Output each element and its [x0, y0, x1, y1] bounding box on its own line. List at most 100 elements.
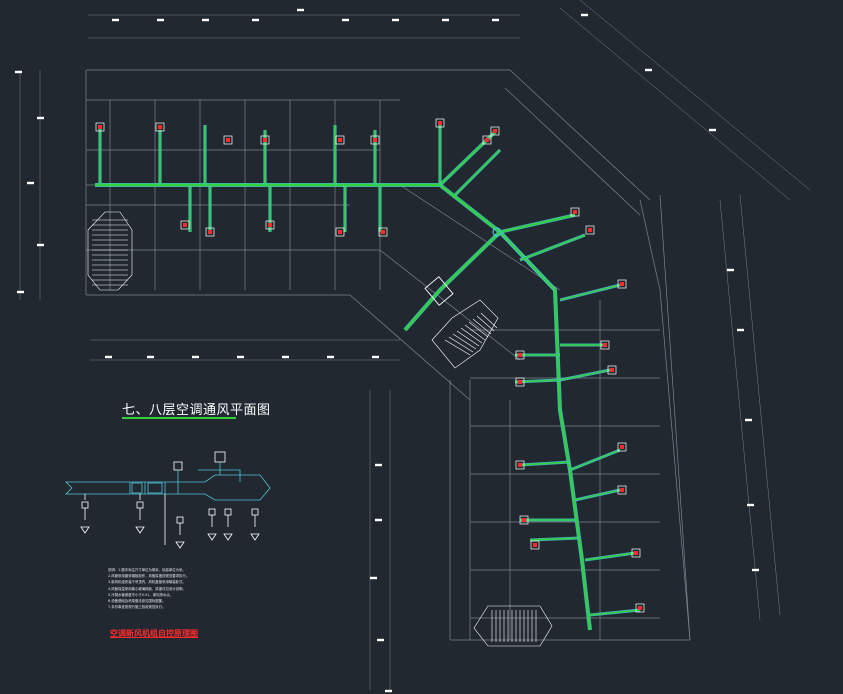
dimension-text-mark: [377, 638, 384, 642]
dimension-text-mark: [327, 355, 334, 359]
stair-tread: [448, 336, 474, 353]
wall-line: [399, 184, 561, 291]
stair-tread: [444, 339, 471, 356]
duct-main: [499, 231, 556, 291]
dimension-text-mark: [370, 576, 377, 580]
air-diffuser: [515, 460, 525, 470]
stair-tread: [452, 333, 477, 350]
air-diffuser: [570, 207, 580, 217]
wall-line: [379, 249, 521, 361]
damper-marker: [381, 230, 385, 234]
controller-box: [176, 516, 184, 524]
air-diffuser: [617, 442, 627, 452]
air-diffuser: [435, 118, 445, 128]
schematic-caption: 空调新风机组自控原理图: [110, 629, 198, 638]
air-diffuser: [515, 377, 525, 387]
dimension-text-mark: [375, 518, 382, 522]
dimension-text-mark: [192, 355, 199, 359]
air-diffuser: [607, 365, 617, 375]
damper-marker: [533, 543, 537, 547]
note-line: 2.风管采用镀锌钢板制作，风管厚度按规范要求执行。: [108, 574, 190, 579]
dimension-text-mark: [342, 18, 349, 22]
damper-marker: [620, 282, 624, 286]
damper-marker: [98, 125, 102, 129]
air-diffuser: [631, 548, 641, 558]
damper-marker: [518, 380, 522, 384]
sensor-lead: [198, 469, 241, 482]
air-diffuser: [335, 227, 345, 237]
dimension-text-mark: [27, 181, 34, 185]
duct-main: [559, 369, 611, 381]
air-diffuser: [617, 485, 627, 495]
dimension-text-mark: [252, 18, 259, 22]
design-notes: 说明：1.图中标注尺寸单位为毫米，标高单位为米。 2.风管采用镀锌钢板制作，风管…: [108, 567, 268, 610]
damper-marker: [603, 343, 607, 347]
duct-main: [519, 234, 586, 261]
damper-marker: [183, 223, 187, 227]
controller-box: [224, 508, 232, 516]
dimension-line: [579, 0, 811, 191]
note-line: 4.风管保温采用离心玻璃棉板，厚度详见设计说明。: [108, 586, 186, 591]
air-diffuser: [335, 135, 345, 145]
damper-marker: [338, 138, 342, 142]
stairwell-lower: [473, 605, 553, 647]
dimension-text-mark: [282, 355, 289, 359]
stair-tread: [472, 318, 492, 335]
coil-section: [147, 482, 163, 494]
damper-marker: [638, 606, 642, 610]
damper-marker: [634, 551, 638, 555]
hvac-duct-runs: [95, 125, 641, 631]
air-diffuser: [265, 220, 275, 230]
dimension-text-mark: [37, 116, 44, 120]
wall-line: [509, 69, 651, 201]
dimension-text-mark: [747, 503, 754, 507]
air-diffuser: [95, 122, 105, 132]
dimension-line: [719, 199, 761, 621]
dimension-line: [559, 7, 791, 201]
dimension-text-mark: [752, 568, 759, 572]
sensor-box: [214, 451, 226, 463]
dimension-text-mark: [392, 18, 399, 22]
duct-main: [559, 284, 621, 301]
dimension-text-mark: [297, 8, 304, 12]
fresh-air-unit-control-schematic: [65, 451, 271, 549]
damper-marker: [620, 445, 624, 449]
air-diffuser: [378, 227, 388, 237]
note-line: 6.设备基础及吊架做法参见国标图集。: [108, 599, 166, 604]
note-line: 3.新风机组安装于吊顶内，风机盘管采用暗装卧式。: [108, 580, 186, 585]
stairwells: [87, 211, 553, 647]
damper-marker: [518, 353, 522, 357]
fresh-air-unit: [424, 276, 454, 306]
damper-marker: [610, 368, 614, 372]
wall-line: [504, 87, 641, 216]
duct-main: [589, 609, 641, 616]
duct-junction: [492, 227, 502, 237]
air-diffuser: [482, 135, 492, 145]
dimension-text-mark: [442, 18, 449, 22]
dimension-text-mark: [37, 243, 44, 247]
air-diffuser: [180, 220, 190, 230]
air-diffuser: [515, 350, 525, 360]
air-diffuser: [585, 225, 595, 235]
duct-main: [519, 461, 571, 466]
drawing-title: 七、八层空调通风平面图: [122, 403, 271, 418]
dimension-text-mark: [237, 355, 244, 359]
damper-marker: [620, 488, 624, 492]
dimension-labels: [15, 8, 759, 693]
damper-marker: [263, 138, 267, 142]
air-diffuser: [155, 122, 165, 132]
duct-main: [95, 183, 592, 631]
air-diffuser: [519, 515, 529, 525]
wall-line: [659, 194, 691, 641]
dimension-text-mark: [147, 355, 154, 359]
air-diffuser: [260, 135, 270, 145]
actuator-symbol: [80, 526, 90, 534]
air-diffuser: [223, 135, 233, 145]
dimension-text-mark: [202, 18, 209, 22]
damper-marker: [522, 518, 526, 522]
controller-box: [81, 501, 89, 509]
air-diffuser: [370, 135, 380, 145]
duct-main: [499, 214, 576, 233]
